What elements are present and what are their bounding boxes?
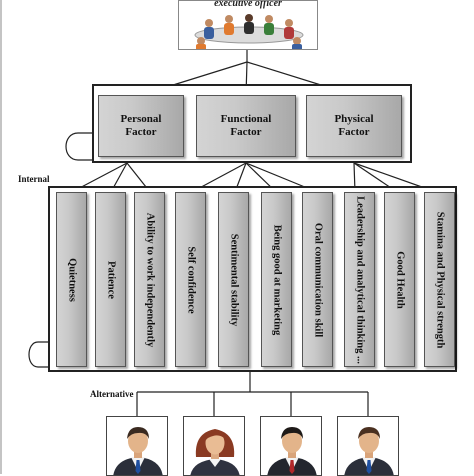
criterion-box: Leadership and analytical thinking ... xyxy=(344,192,375,367)
criterion-box: Being good at marketing xyxy=(261,192,292,367)
criterion-label: Patience xyxy=(105,260,116,299)
criterion-label: Quietness xyxy=(66,257,77,302)
criterion-label: Leadership and analytical thinking ... xyxy=(354,195,365,364)
executive-officer-node: executive officer xyxy=(178,0,318,50)
criterion-label: Ability to work independently xyxy=(144,212,155,347)
criterion-box: Patience xyxy=(95,192,126,367)
alternative-1 xyxy=(106,416,168,476)
meeting-table-icon xyxy=(194,14,304,49)
criterion-label: Oral communication skill xyxy=(312,222,323,337)
criterion-label: Self confidence xyxy=(185,245,196,314)
businessman-icon xyxy=(267,427,317,475)
criterion-box: Ability to work independently xyxy=(134,192,165,367)
alternative-label: Alternative xyxy=(90,389,134,399)
criterion-box: Stamina and Physical strength xyxy=(424,192,455,367)
alternative-4 xyxy=(337,416,399,476)
criterion-box: Self confidence xyxy=(175,192,206,367)
criterion-box: Oral communication skill xyxy=(302,192,333,367)
criterion-label: Stamina and Physical strength xyxy=(434,211,445,348)
criterion-box: Quietness xyxy=(56,192,87,367)
alternative-3 xyxy=(260,416,322,476)
internal-label: Internal xyxy=(18,174,50,184)
criterion-label: Being good at marketing xyxy=(271,224,282,335)
alternative-2 xyxy=(183,416,245,476)
criterion-box: Sentimental stability xyxy=(218,192,249,367)
businesswoman-icon xyxy=(190,429,240,475)
businessman-icon xyxy=(344,427,394,475)
criterion-label: Good Health xyxy=(394,250,405,309)
criterion-label: Sentimental stability xyxy=(228,233,239,326)
criterion-box: Good Health xyxy=(384,192,415,367)
executive-officer-label: executive officer xyxy=(214,0,282,9)
businessman-icon xyxy=(113,427,163,475)
